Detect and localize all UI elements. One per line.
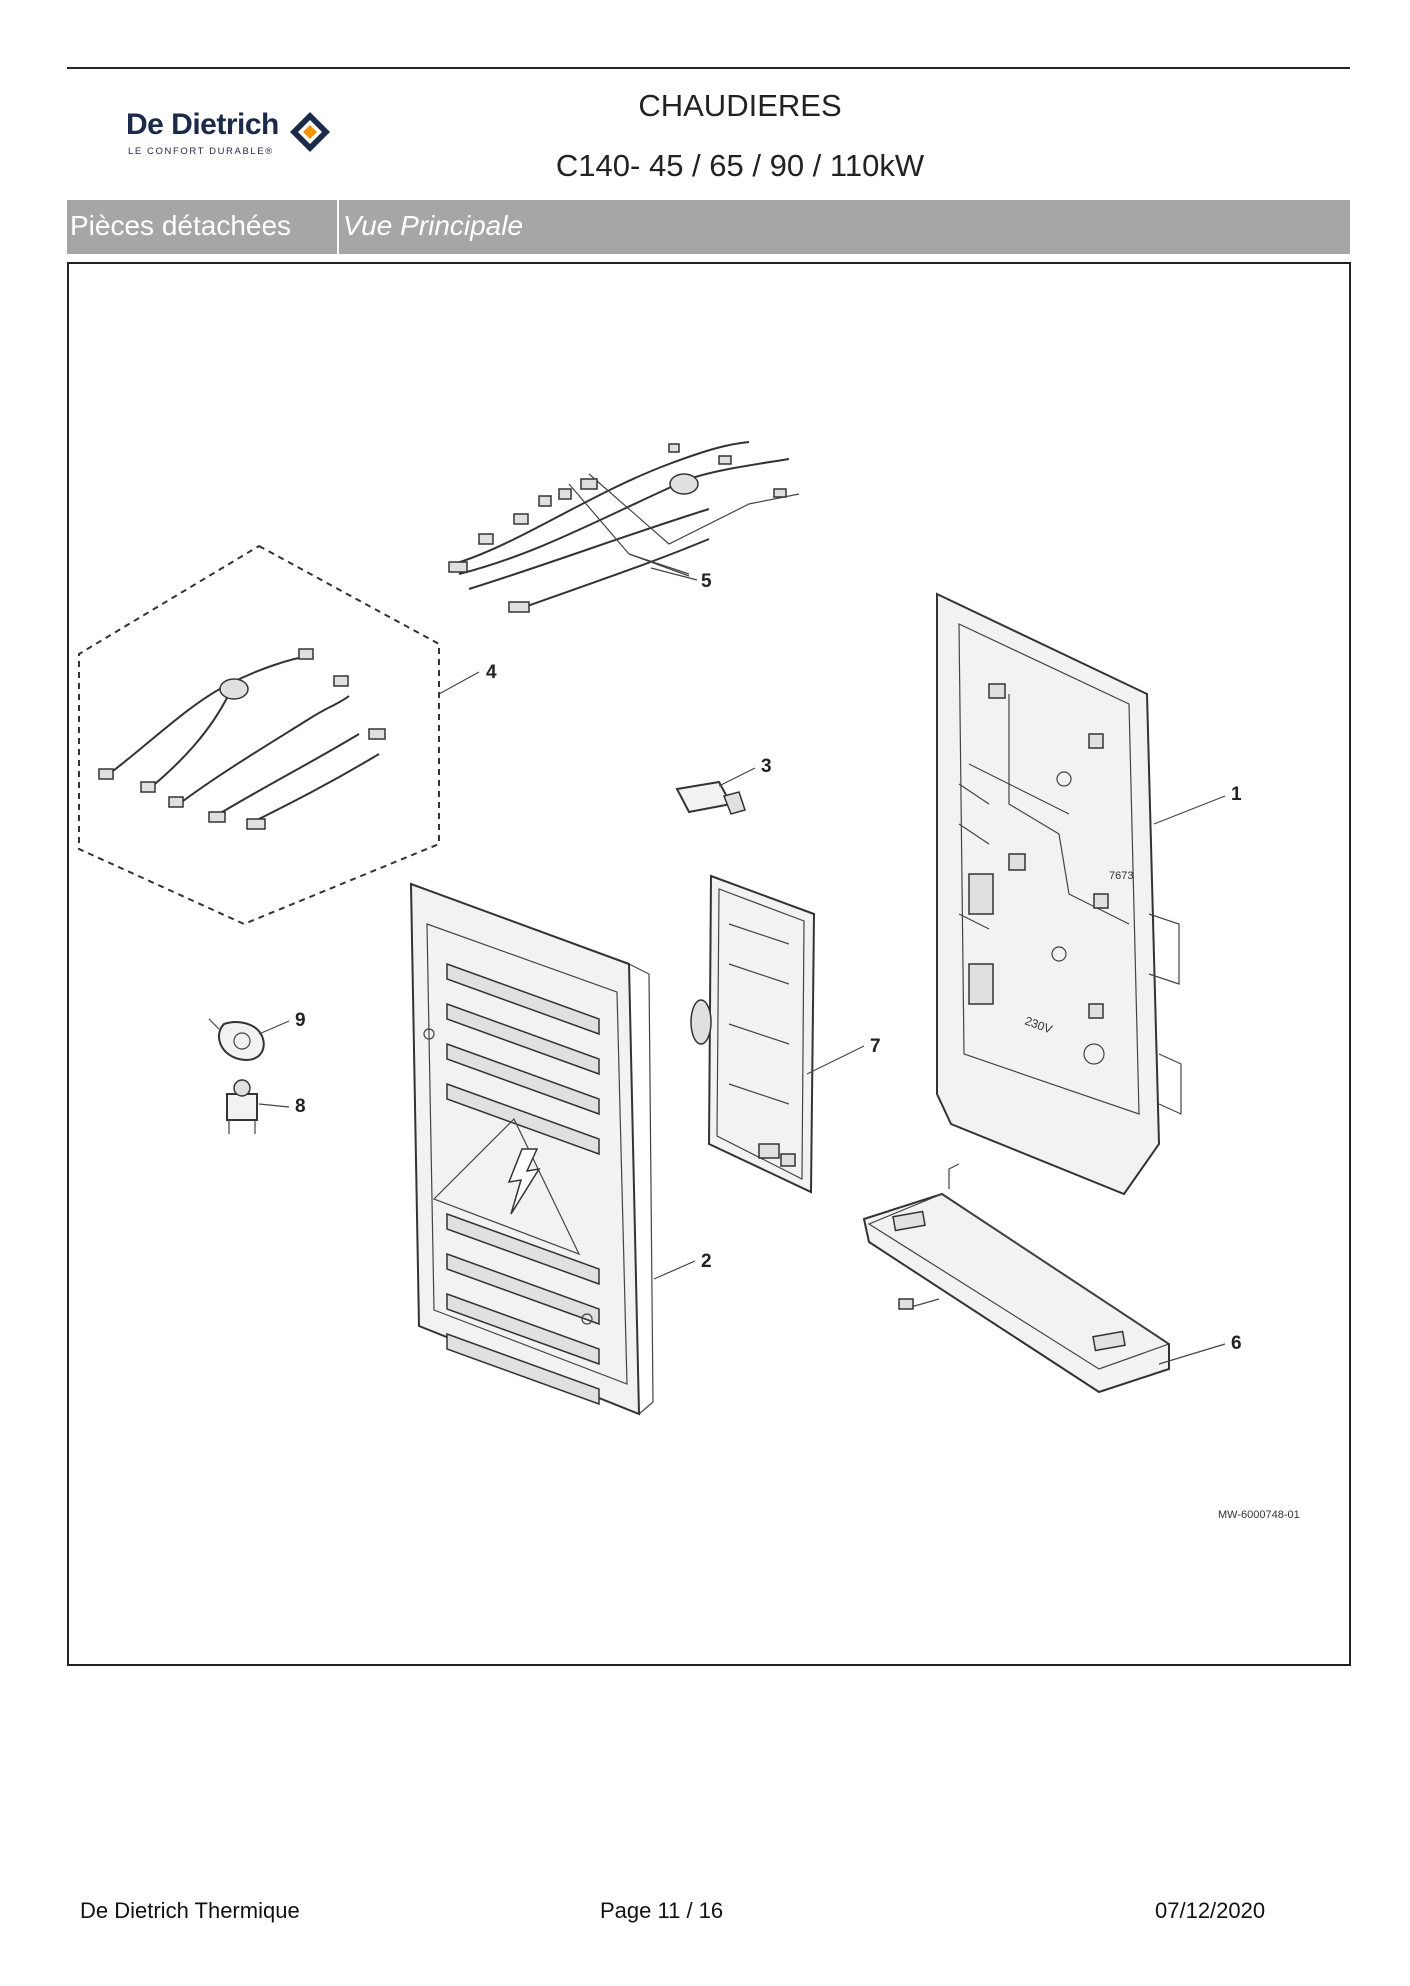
exploded-view-drawing: 5 4 3 (78, 441, 1242, 1416)
part-6-cable-duct (862, 1163, 1171, 1394)
footer-page-number: Page 11 / 16 (600, 1898, 724, 1923)
callout-7: 7 (870, 1036, 881, 1057)
section-label-view: Vue Principale (343, 210, 524, 241)
part-4-harness-kit (78, 544, 440, 926)
part-1-housing: 7673 230V (936, 592, 1182, 1196)
panel-label-7673: 7673 (1109, 870, 1133, 882)
exploded-view-frame: 5 4 3 (67, 262, 1351, 1666)
callout-9: 9 (295, 1010, 306, 1031)
top-rule (67, 67, 1350, 69)
section-bar-divider (337, 200, 339, 254)
section-bar (67, 200, 1350, 254)
callout-5: 5 (701, 571, 712, 592)
brand-diamond-icon (290, 112, 330, 152)
part-3-key (675, 780, 746, 815)
callout-1: 1 (1231, 784, 1242, 805)
brand-logo: De Dietrich LE CONFORT DURABLE® (126, 108, 346, 168)
callout-4: 4 (486, 662, 497, 683)
part-7-circuit-board (690, 874, 816, 1194)
brand-name: De Dietrich (126, 108, 279, 141)
footer-company: De Dietrich Thermique (80, 1898, 300, 1923)
callout-3: 3 (761, 756, 772, 777)
callout-6: 6 (1231, 1333, 1242, 1354)
callout-8: 8 (295, 1096, 306, 1117)
document-subtitle: C140- 45 / 65 / 90 / 110kW (555, 148, 925, 183)
document-title: CHAUDIERES (638, 88, 842, 123)
brand-tagline: LE CONFORT DURABLE® (128, 146, 274, 157)
part-8-clamp (226, 1079, 258, 1134)
drawing-reference: MW-6000748-01 (1218, 1509, 1300, 1521)
part-5-wiring-harness (448, 441, 800, 613)
part-9-clip (208, 1018, 265, 1061)
callout-2: 2 (701, 1251, 712, 1272)
part-2-front-cover (409, 882, 654, 1416)
section-label-parts: Pièces détachées (70, 210, 292, 241)
footer-date: 07/12/2020 (1155, 1898, 1266, 1923)
